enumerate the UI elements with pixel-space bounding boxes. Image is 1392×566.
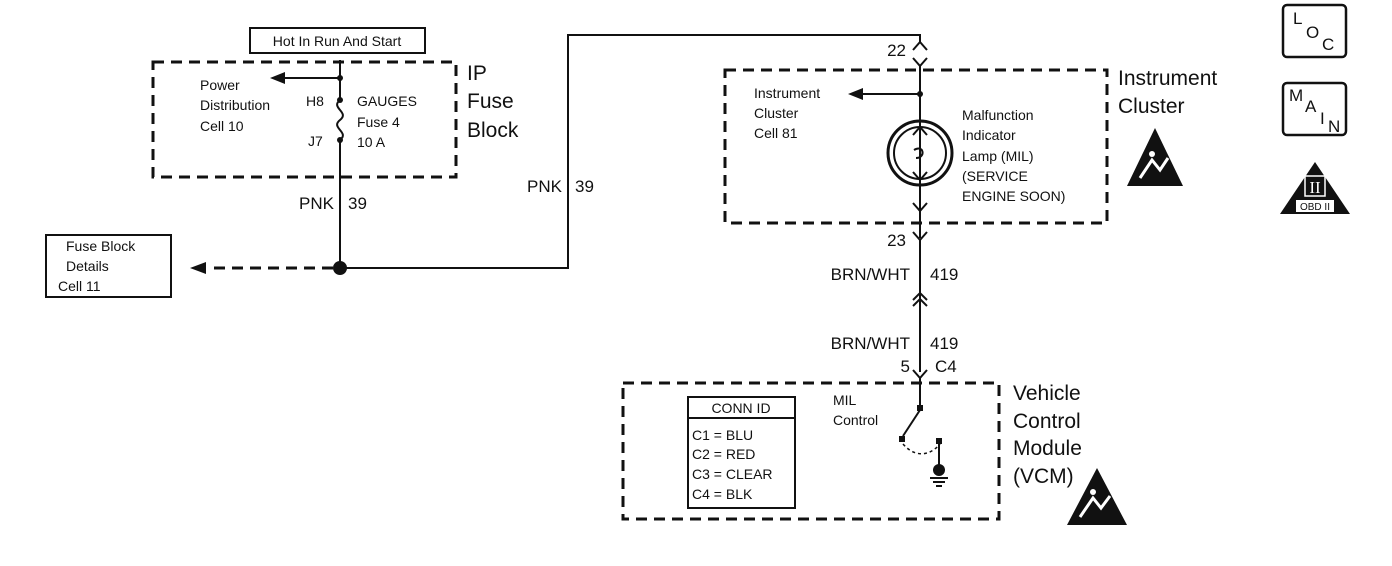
fuse-pin-j7: J7 — [308, 133, 323, 149]
svg-text:Details: Details — [66, 258, 109, 274]
fuse-label: GAUGES Fuse 4 10 A — [357, 93, 417, 150]
svg-text:Cell 81: Cell 81 — [754, 125, 798, 141]
fuse-details-ref: Fuse Block Details Cell 11 — [58, 238, 136, 294]
vcm-connector-c4: C4 — [935, 357, 957, 376]
svg-text:GAUGES: GAUGES — [357, 93, 417, 109]
svg-text:Cell 11: Cell 11 — [58, 278, 101, 294]
svg-text:Instrument: Instrument — [1118, 67, 1217, 90]
svg-text:OBD II: OBD II — [1300, 202, 1330, 213]
svg-text:Control: Control — [833, 412, 878, 428]
wire-upper-number: 419 — [930, 265, 958, 284]
ip-fuse-block-outline — [151, 60, 458, 179]
obd-ii-icon[interactable]: II OBD II — [1280, 162, 1350, 214]
wire-left-color: PNK — [299, 194, 335, 213]
svg-text:ENGINE SOON): ENGINE SOON) — [962, 188, 1065, 204]
power-label: Hot In Run And Start — [273, 33, 402, 49]
wire-lower-color: BRN/WHT — [831, 334, 910, 353]
svg-text:Fuse 4: Fuse 4 — [357, 114, 400, 130]
instrument-cluster-outline — [723, 68, 1109, 225]
svg-text:Cell 10: Cell 10 — [200, 118, 244, 134]
power-label-box — [249, 27, 426, 54]
svg-text:N: N — [1328, 117, 1340, 136]
svg-text:(VCM): (VCM) — [1013, 465, 1074, 488]
loc-nav-icon[interactable]: L O C — [1281, 3, 1348, 59]
power-distribution-ref: Power Distribution Cell 10 — [200, 77, 270, 134]
mil-control-label: MIL Control — [833, 392, 878, 428]
instrument-cluster-title: Instrument Cluster — [1118, 67, 1217, 118]
svg-text:Fuse Block: Fuse Block — [66, 238, 136, 254]
svg-text:Distribution: Distribution — [200, 97, 270, 113]
main-nav-icon[interactable]: M A I N — [1281, 81, 1348, 137]
svg-text:Cluster: Cluster — [754, 105, 799, 121]
svg-text:Fuse: Fuse — [467, 90, 514, 113]
cluster-pin-22: 22 — [887, 41, 906, 60]
svg-text:MIL: MIL — [833, 392, 857, 408]
svg-text:Module: Module — [1013, 437, 1082, 460]
esd-warning-icon — [1127, 128, 1183, 186]
fuse-details-box — [45, 234, 172, 298]
svg-text:A: A — [1305, 97, 1317, 116]
svg-text:Control: Control — [1013, 410, 1081, 433]
wire-left-number: 39 — [348, 194, 367, 213]
vcm-pin-5: 5 — [901, 357, 910, 376]
svg-text:Block: Block — [467, 119, 519, 142]
vcm-title: Vehicle Control Module (VCM) — [1013, 382, 1082, 488]
svg-text:C3 = CLEAR: C3 = CLEAR — [692, 466, 773, 482]
svg-text:Vehicle: Vehicle — [1013, 382, 1081, 405]
svg-text:C2 = RED: C2 = RED — [692, 446, 755, 462]
wire-lower-number: 419 — [930, 334, 958, 353]
svg-text:C1 = BLU: C1 = BLU — [692, 427, 753, 443]
cluster-pin-23: 23 — [887, 231, 906, 250]
svg-text:Malfunction: Malfunction — [962, 107, 1034, 123]
svg-text:L: L — [1293, 9, 1302, 28]
arrow-left-icon — [848, 88, 863, 100]
wire-mid-color: PNK — [527, 177, 563, 196]
fuse-icon — [336, 97, 344, 143]
mil-lamp-label: Malfunction Indicator Lamp (MIL) (SERVIC… — [962, 107, 1065, 204]
cluster-cell-ref: Instrument Cluster Cell 81 — [754, 85, 820, 141]
mil-lamp-icon — [886, 119, 954, 187]
wire-upper-color: BRN/WHT — [831, 265, 910, 284]
connector-inline-icon — [912, 291, 928, 307]
svg-text:Lamp (MIL): Lamp (MIL) — [962, 148, 1034, 164]
mil-control-switch-icon — [899, 378, 948, 487]
connector-top-icon — [912, 40, 928, 68]
arrow-left-icon — [270, 72, 285, 84]
wire-mid-number: 39 — [575, 177, 594, 196]
svg-text:O: O — [1306, 23, 1319, 42]
svg-text:(SERVICE: (SERVICE — [962, 168, 1028, 184]
svg-text:Instrument: Instrument — [754, 85, 820, 101]
svg-text:CONN ID: CONN ID — [711, 400, 770, 416]
svg-text:IP: IP — [467, 62, 487, 85]
ip-fuse-block-title: IP Fuse Block — [467, 62, 519, 142]
svg-text:II: II — [1309, 178, 1321, 197]
svg-text:C4 = BLK: C4 = BLK — [692, 486, 753, 502]
conn-id-table: CONN ID C1 = BLU C2 = RED C3 = CLEAR C4 … — [687, 396, 796, 509]
svg-text:Indicator: Indicator — [962, 127, 1016, 143]
svg-text:C: C — [1322, 35, 1334, 54]
svg-text:Cluster: Cluster — [1118, 95, 1185, 118]
svg-text:Power: Power — [200, 77, 240, 93]
vcm-outline — [621, 381, 1001, 521]
fuse-pin-h8: H8 — [306, 93, 324, 109]
svg-text:I: I — [1320, 109, 1325, 128]
esd-warning-icon — [1067, 468, 1127, 525]
svg-text:10 A: 10 A — [357, 134, 386, 150]
arrow-left-icon — [190, 262, 206, 274]
svg-text:M: M — [1289, 86, 1303, 105]
